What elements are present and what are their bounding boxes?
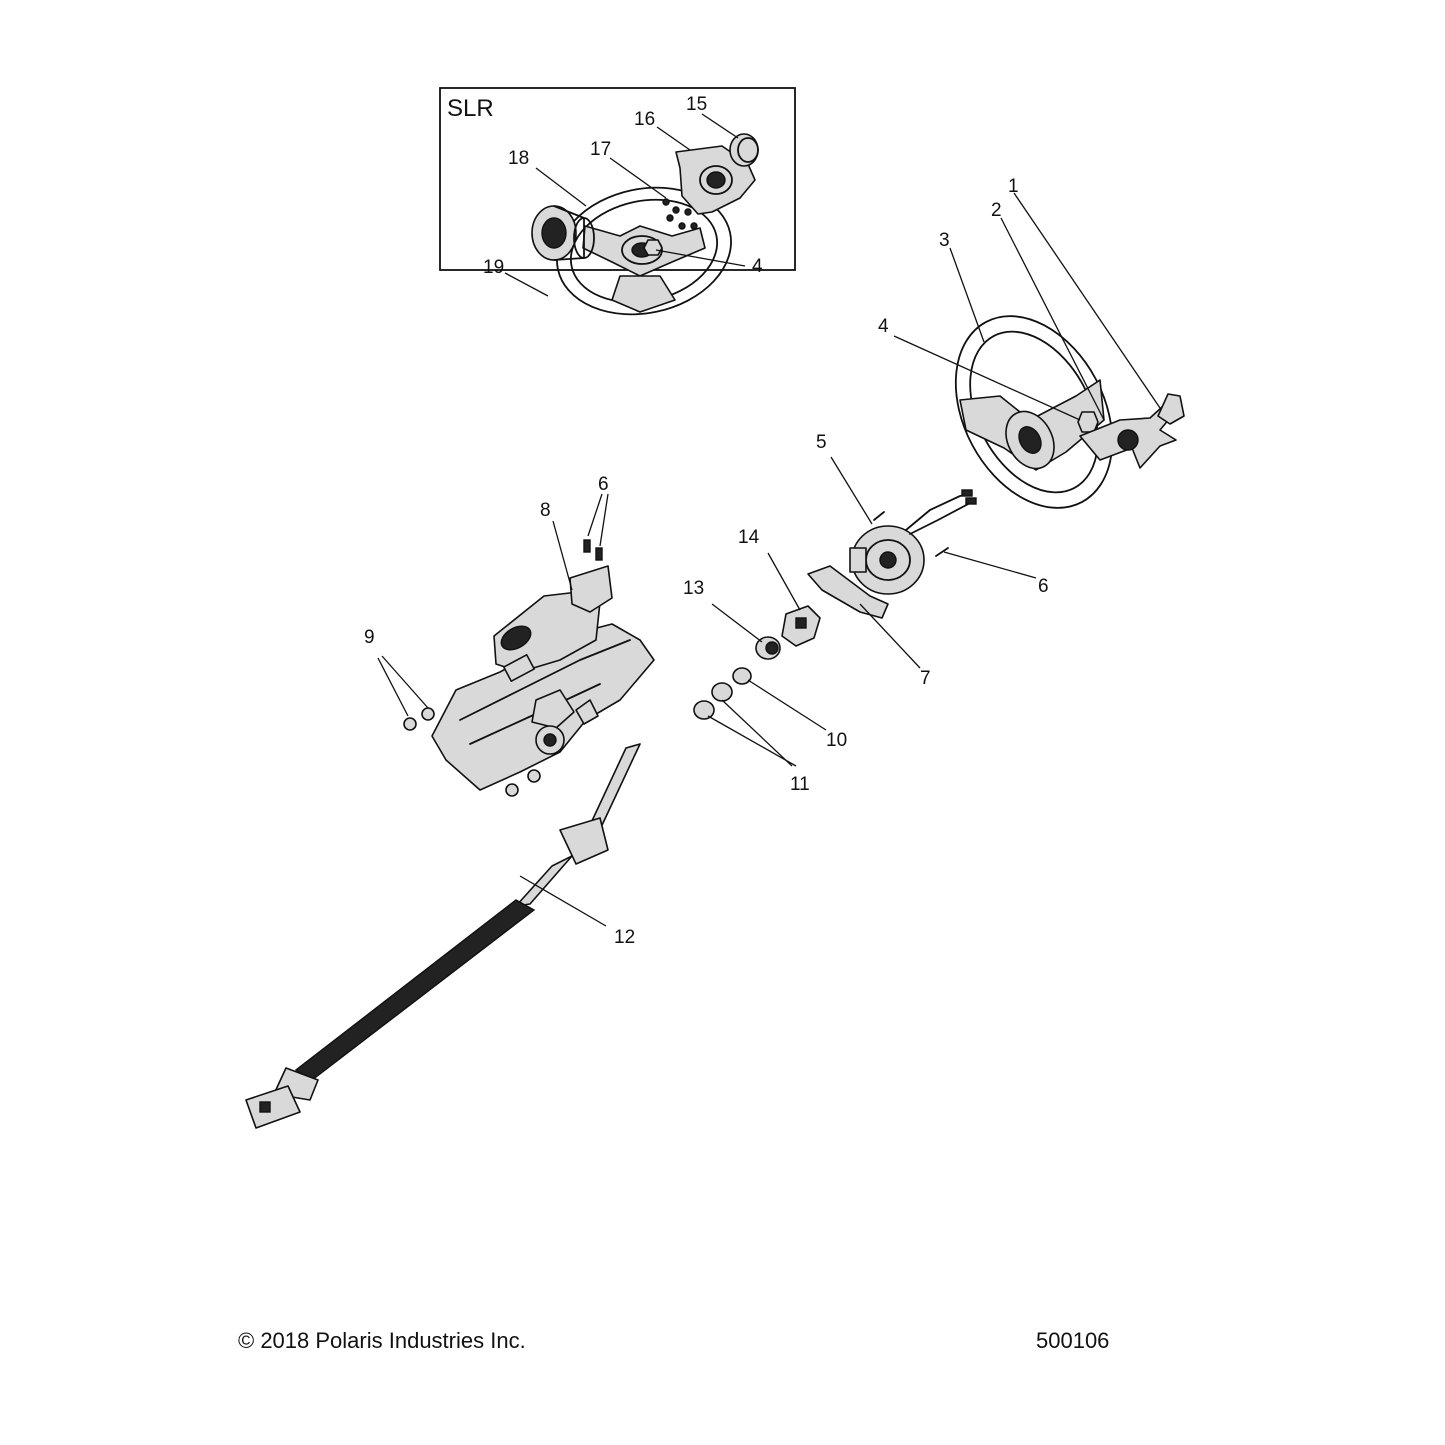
callout-14: 14: [738, 527, 760, 548]
steering-wheel-nut: [1077, 411, 1099, 433]
horn-cap: [1157, 393, 1185, 425]
bushing-11-upper: [711, 682, 733, 702]
steering-wheel: [954, 315, 1114, 509]
intermediate-shaft: [245, 743, 641, 1129]
slr-screws: [662, 198, 698, 230]
steering-sensor-assembly: [849, 489, 977, 595]
adjuster-nut: [755, 636, 781, 660]
column-nuts-9: [403, 707, 541, 797]
drawing-number: 500106: [1036, 1328, 1110, 1353]
steering-column: [431, 565, 655, 791]
callout-19: 19: [483, 257, 504, 278]
callout-6-sensor: 6: [1038, 576, 1049, 597]
slr-hub-adapter: [531, 205, 595, 261]
callout-13: 13: [683, 578, 704, 599]
slr-steering-wheel: [556, 186, 732, 316]
steering-wheel-emblem: [1079, 395, 1181, 469]
slr-inset: SLR: [439, 87, 796, 316]
nut-10: [732, 667, 752, 685]
callout-12: 12: [614, 927, 635, 948]
column-screws-6: [583, 539, 603, 561]
callout-10: 10: [826, 730, 847, 751]
callout-9: 9: [364, 627, 375, 648]
callout-2: 2: [991, 200, 1002, 221]
callout-8: 8: [540, 500, 551, 521]
callout-1: 1: [1008, 176, 1019, 197]
callout-4-inset: 4: [752, 256, 763, 277]
callout-6-column: 6: [598, 474, 609, 495]
callout-16: 16: [634, 109, 655, 130]
callout-17: 17: [590, 139, 611, 160]
callout-18: 18: [508, 148, 529, 169]
callout-15: 15: [686, 94, 707, 115]
callout-5: 5: [816, 432, 827, 453]
mounting-bracket: [807, 565, 889, 619]
slr-wheel-nut: [643, 239, 663, 256]
bushing-11-lower: [693, 700, 715, 720]
callout-3: 3: [939, 230, 950, 251]
switch-module: [781, 605, 821, 647]
callout-4: 4: [878, 316, 889, 337]
slr-center-cap: [729, 133, 759, 167]
callout-7: 7: [920, 668, 931, 689]
copyright-notice: © 2018 Polaris Industries Inc.: [238, 1328, 526, 1353]
screw-5: [873, 511, 885, 521]
callout-11: 11: [790, 774, 810, 795]
screw-6-right: [935, 547, 949, 557]
inset-title: SLR: [447, 95, 494, 122]
